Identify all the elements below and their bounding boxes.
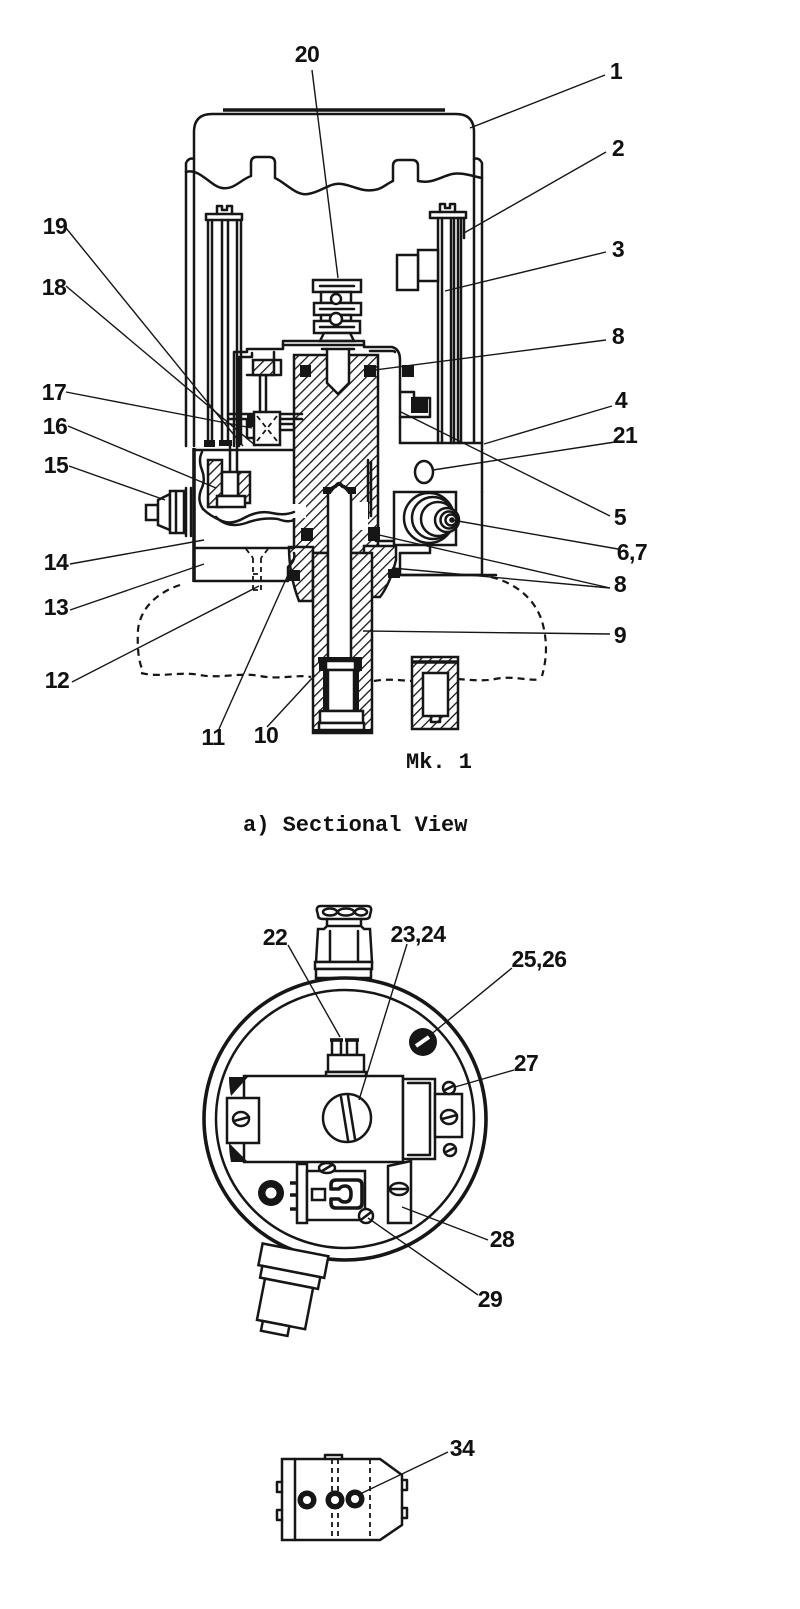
svg-text:a) Sectional View: a) Sectional View bbox=[243, 813, 468, 838]
svg-text:11: 11 bbox=[201, 724, 225, 750]
svg-text:8: 8 bbox=[612, 323, 625, 349]
svg-text:2: 2 bbox=[612, 135, 624, 161]
svg-text:12: 12 bbox=[45, 667, 70, 693]
svg-text:10: 10 bbox=[254, 722, 279, 748]
svg-text:25,26: 25,26 bbox=[511, 946, 566, 972]
svg-text:9: 9 bbox=[614, 622, 626, 648]
svg-text:27: 27 bbox=[514, 1050, 539, 1076]
svg-text:Mk. 1: Mk. 1 bbox=[406, 750, 472, 775]
svg-text:17: 17 bbox=[42, 379, 67, 405]
svg-text:34: 34 bbox=[450, 1435, 475, 1461]
svg-text:29: 29 bbox=[478, 1286, 503, 1312]
svg-text:22: 22 bbox=[263, 924, 288, 950]
svg-text:3: 3 bbox=[612, 236, 624, 262]
svg-text:16: 16 bbox=[43, 413, 68, 439]
svg-text:18: 18 bbox=[42, 274, 67, 300]
svg-text:5: 5 bbox=[614, 504, 627, 530]
svg-text:8: 8 bbox=[614, 571, 627, 597]
svg-text:19: 19 bbox=[43, 213, 68, 239]
svg-text:20: 20 bbox=[295, 41, 320, 67]
svg-text:13: 13 bbox=[44, 594, 69, 620]
svg-text:23,24: 23,24 bbox=[390, 921, 446, 947]
svg-text:14: 14 bbox=[44, 549, 69, 575]
svg-text:15: 15 bbox=[44, 452, 69, 478]
svg-text:4: 4 bbox=[615, 387, 628, 413]
svg-text:28: 28 bbox=[490, 1226, 515, 1252]
svg-text:21: 21 bbox=[613, 422, 638, 448]
svg-text:6,7: 6,7 bbox=[617, 539, 647, 565]
svg-text:1: 1 bbox=[610, 58, 623, 84]
